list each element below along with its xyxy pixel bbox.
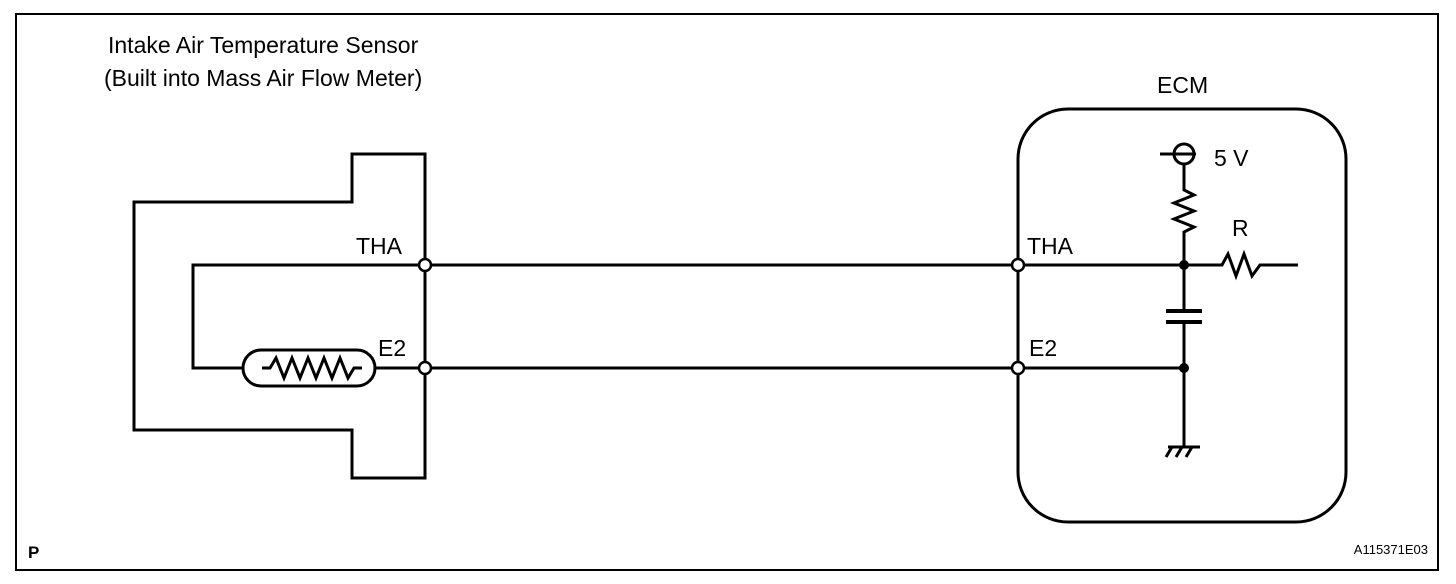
- thermistor-icon: [241, 348, 377, 388]
- sensor-housing: [132, 152, 427, 480]
- junction-dot-e2: [1179, 363, 1189, 373]
- pullup-resistor-icon: [1169, 180, 1199, 265]
- sensor-internal-wire: [191, 263, 425, 370]
- ecm-pin-tha-label: THA: [1027, 233, 1074, 259]
- sensor-title-line1: Intake Air Temperature Sensor: [108, 32, 419, 58]
- figure-code: A115371E03: [1354, 542, 1428, 557]
- ecm-terminal-tha: [1010, 257, 1026, 273]
- supply-voltage-label: 5 V: [1214, 145, 1249, 171]
- capacitor-icon: [1166, 265, 1202, 368]
- ground-icon: [1164, 368, 1200, 458]
- sensor-terminal-e2: [417, 360, 433, 376]
- diagram-frame: [15, 13, 1439, 571]
- sensor-pin-e2-label: E2: [378, 335, 406, 361]
- voltage-source-icon: [1160, 142, 1196, 180]
- corner-letter: P: [28, 543, 39, 562]
- resistor-label: R: [1232, 215, 1249, 241]
- ecm-pin-e2-label: E2: [1029, 335, 1057, 361]
- junction-dot-tha: [1179, 260, 1189, 270]
- sensor-title-line2: (Built into Mass Air Flow Meter): [104, 65, 422, 91]
- ecm-r-wire: [1216, 249, 1298, 281]
- ecm-title: ECM: [1157, 72, 1208, 98]
- ecm-box: [1016, 107, 1348, 524]
- sensor-pin-tha-label: THA: [356, 233, 403, 259]
- ecm-terminal-e2: [1010, 360, 1026, 376]
- sensor-terminal-tha: [417, 257, 433, 273]
